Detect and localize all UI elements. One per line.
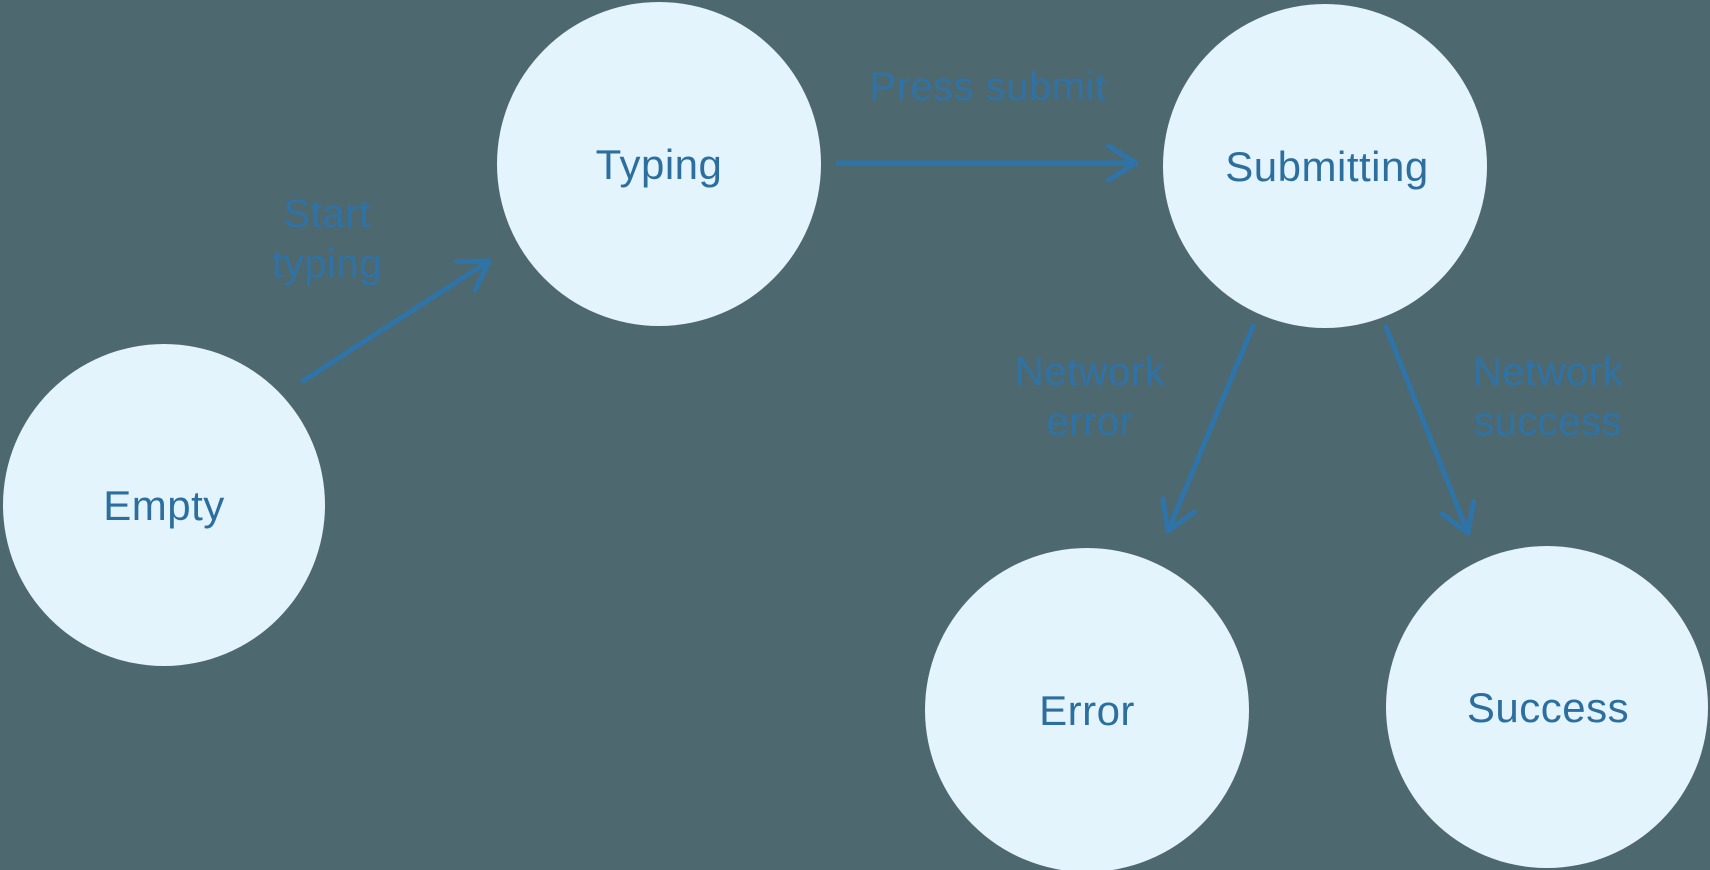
transition-label-network-success-line1: Network bbox=[1473, 350, 1624, 394]
transition-arrow-empty-to-typing bbox=[300, 258, 492, 384]
transition-label-press-submit: Press submit bbox=[869, 65, 1106, 109]
state-node-labels: Empty Typing Submitting Error Success bbox=[103, 141, 1629, 734]
transition-arrows bbox=[300, 143, 1477, 536]
state-node-empty[interactable] bbox=[3, 344, 325, 666]
state-label-error: Error bbox=[1039, 687, 1135, 734]
transition-label-start-typing: Start typing bbox=[272, 192, 382, 286]
state-label-submitting: Submitting bbox=[1225, 143, 1428, 190]
state-node-success[interactable] bbox=[1386, 546, 1708, 868]
state-node-typing[interactable] bbox=[497, 2, 821, 326]
transition-label-network-success-line2: success bbox=[1474, 400, 1622, 444]
transition-labels: Start typing Press submit Network error … bbox=[272, 65, 1623, 444]
state-label-empty: Empty bbox=[103, 482, 225, 529]
transition-arrow-submitting-to-success bbox=[1383, 324, 1477, 536]
state-node-submitting[interactable] bbox=[1163, 4, 1487, 328]
transition-label-network-error-line2: error bbox=[1047, 400, 1134, 444]
transition-label-start-typing-line1: Start bbox=[284, 192, 371, 236]
transition-arrow-submitting-to-error bbox=[1160, 323, 1256, 534]
state-label-success: Success bbox=[1467, 684, 1629, 731]
transition-label-network-error-line1: Network bbox=[1015, 350, 1166, 394]
transition-label-press-submit-line1: Press submit bbox=[869, 65, 1106, 109]
transition-label-network-success: Network success bbox=[1473, 350, 1624, 444]
state-label-typing: Typing bbox=[596, 141, 723, 188]
transition-label-network-error: Network error bbox=[1015, 350, 1166, 444]
state-nodes bbox=[3, 2, 1708, 870]
state-node-error[interactable] bbox=[925, 548, 1249, 870]
transition-label-start-typing-line2: typing bbox=[272, 242, 382, 286]
